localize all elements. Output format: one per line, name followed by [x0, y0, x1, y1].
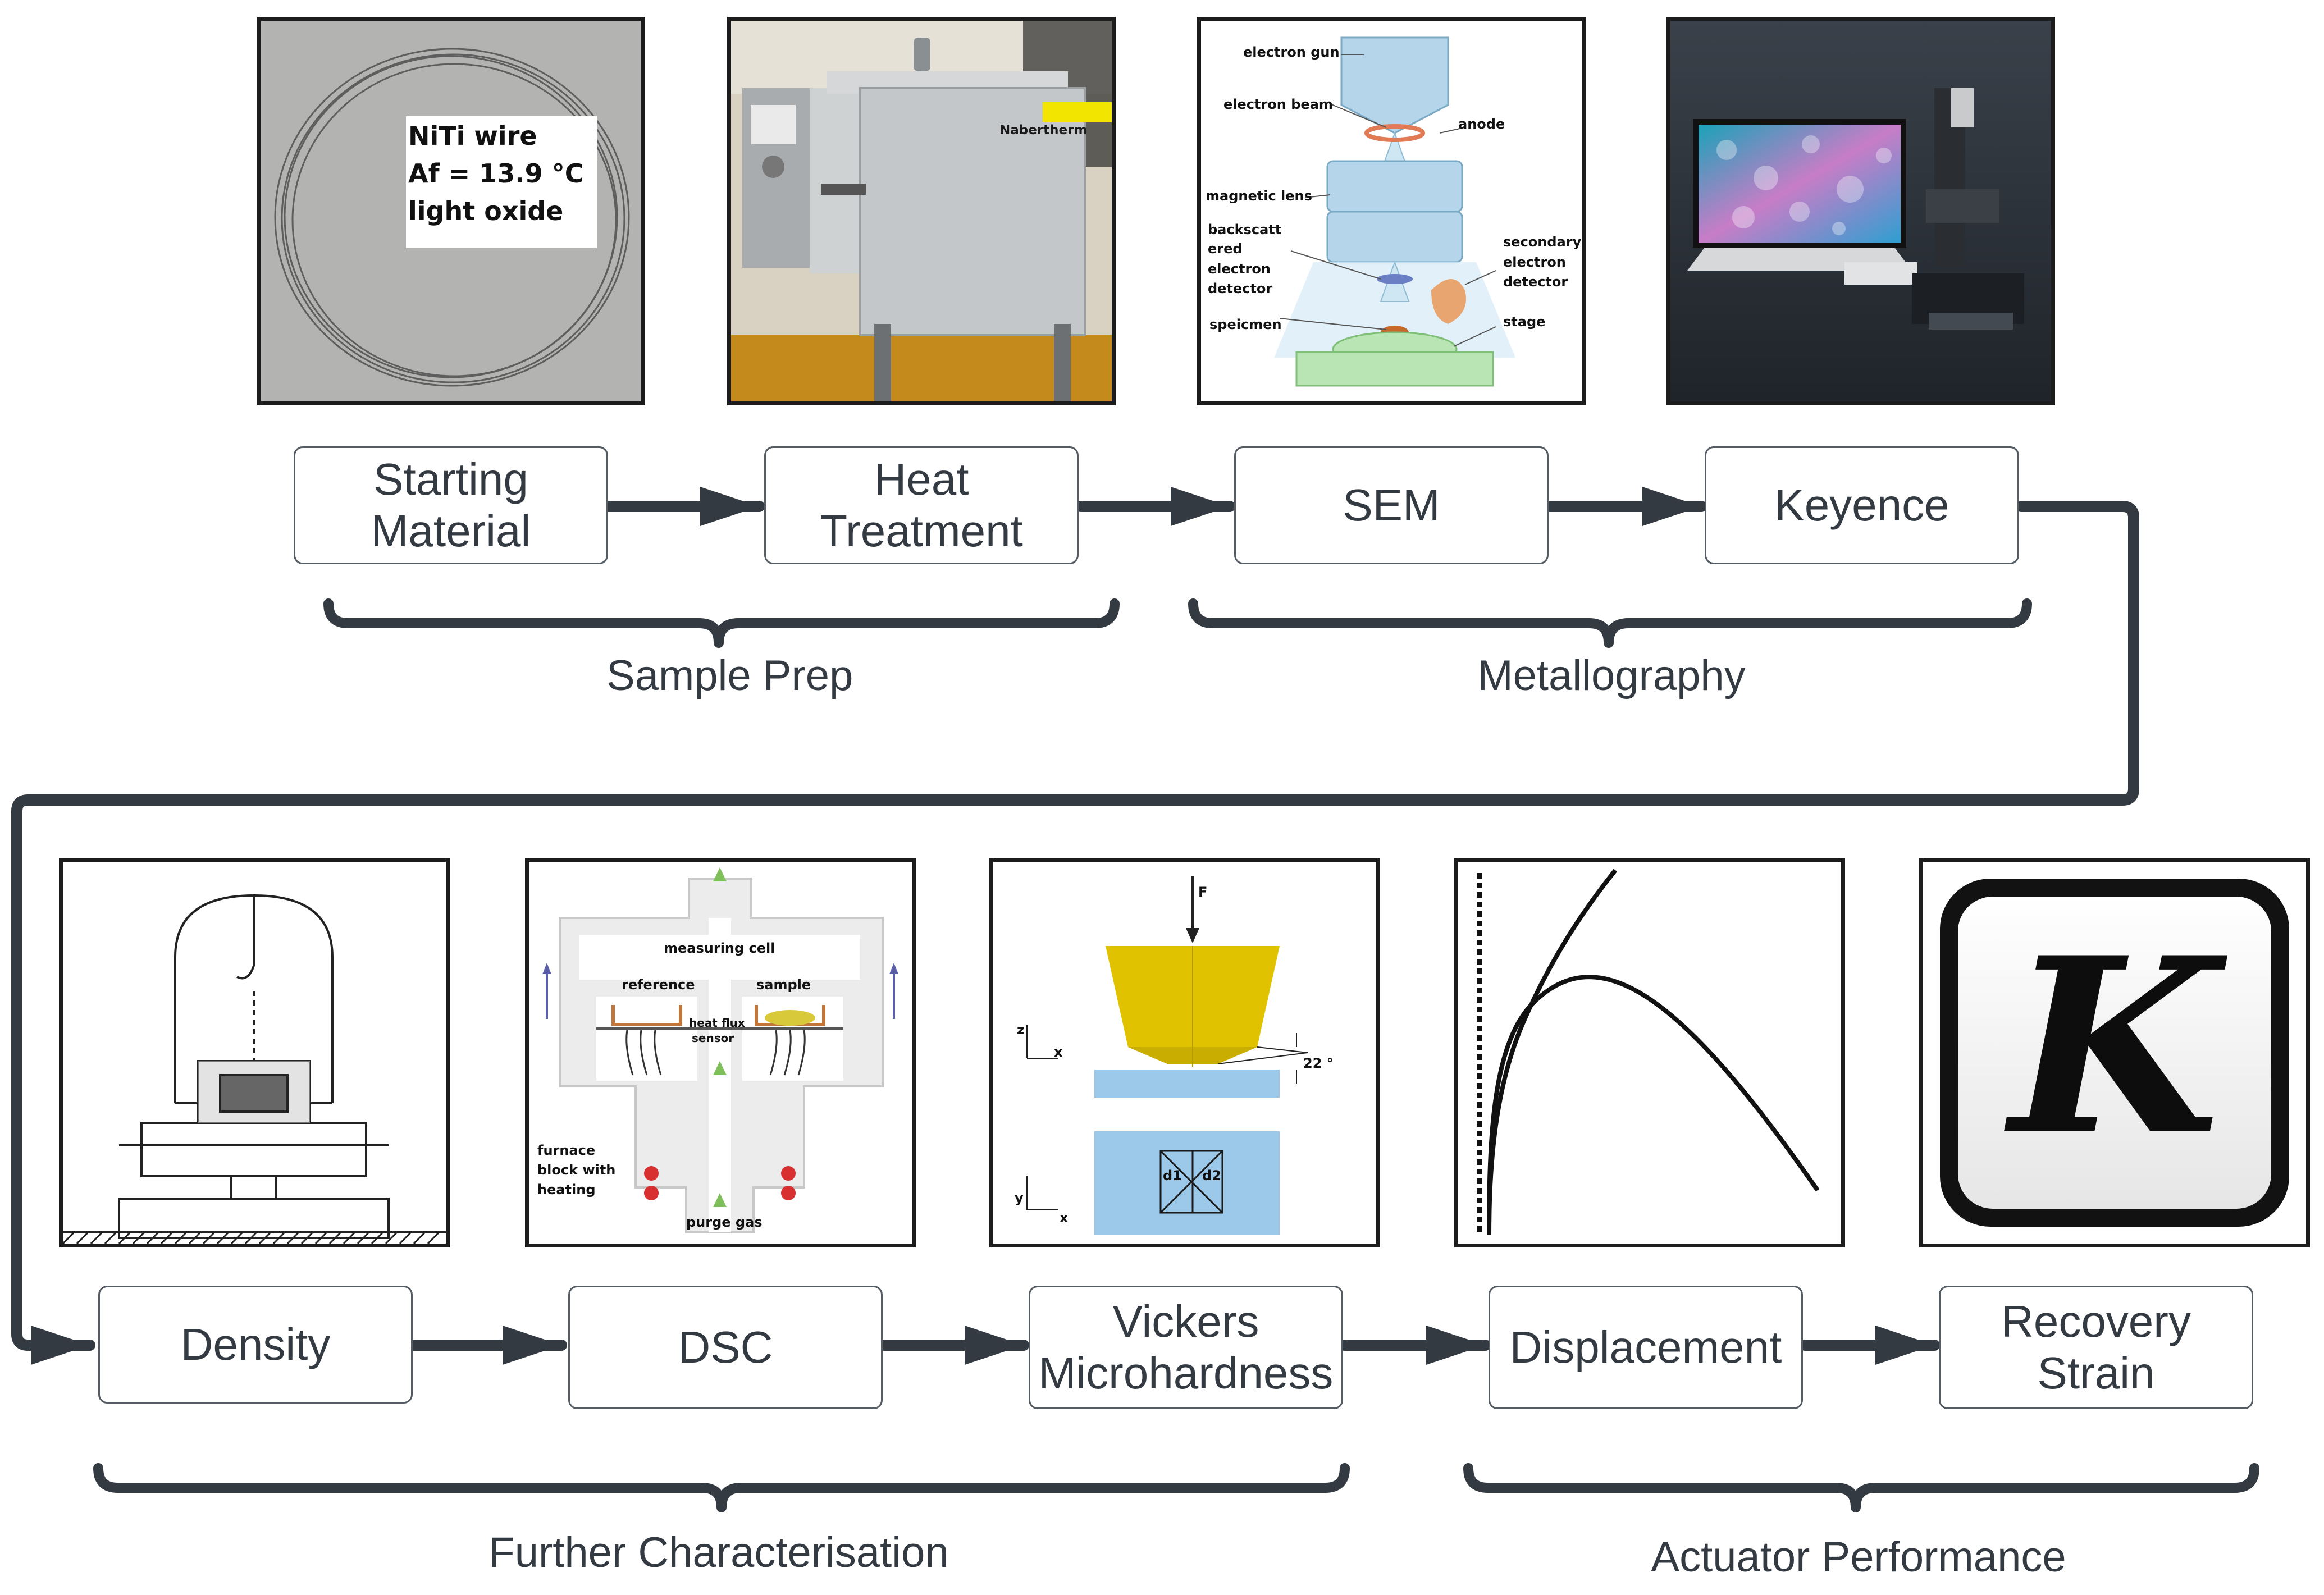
sem-label-electron: electron — [1208, 261, 1271, 277]
sem-label-anode: anode — [1458, 116, 1505, 132]
wire-label-line2: Af = 13.9 °C — [408, 158, 584, 189]
dsc-label-purge-gas: purge gas — [686, 1214, 763, 1230]
dsc-label-sample: sample — [756, 977, 811, 993]
vickers-label-z: z — [1017, 1022, 1025, 1038]
step-dsc: DSC — [568, 1286, 883, 1409]
sem-label-specimen: speicmen — [1209, 317, 1282, 332]
group-label-actuator-performance: Actuator Performance — [1651, 1533, 2066, 1581]
vickers-label-y: y — [1015, 1190, 1024, 1206]
dsc-label-sensor: sensor — [692, 1031, 734, 1045]
dsc-label-furnace: furnace — [537, 1142, 596, 1158]
vickers-label-x2: x — [1060, 1210, 1069, 1226]
curly-brace-icon — [1463, 1463, 2259, 1512]
step-dsc-label: DSC — [678, 1322, 773, 1372]
curly-brace-icon — [1188, 598, 2032, 648]
vickers-label-d1: d1 — [1163, 1168, 1182, 1183]
dsc-schematic: measuring cell reference sample heat flu… — [525, 858, 916, 1247]
coiled-wire-image — [261, 21, 641, 401]
sem-label-ered: ered — [1208, 241, 1243, 257]
logo-icon — [1923, 862, 2306, 1244]
vickers-indenter-diagram: F z x y x 22 ° d1 d2 — [989, 858, 1380, 1247]
k-app-logo: K — [1919, 858, 2310, 1247]
sem-label-backscatt: backscatt — [1208, 222, 1282, 237]
keyence-image — [1670, 21, 2051, 401]
vickers-label-x1: x — [1054, 1044, 1063, 1060]
vickers-label-angle: 22 ° — [1303, 1055, 1334, 1071]
connector-keyence-to-density — [11, 501, 2139, 1365]
displacement-curve — [1458, 862, 1841, 1244]
density-balance-schematic — [63, 862, 446, 1244]
keyence-microscope-photo — [1666, 17, 2055, 405]
sem-schematic: electron gun electron beam anode magneti… — [1197, 17, 1586, 405]
dsc-label-block-with: block with — [537, 1162, 616, 1178]
furnace-photo: Nabertherm — [727, 17, 1116, 405]
dsc-label-reference: reference — [622, 977, 695, 993]
sem-label-electron-gun: electron gun — [1243, 44, 1340, 60]
step-density-label: Density — [180, 1319, 331, 1369]
step-density: Density — [98, 1286, 413, 1404]
displacement-curve-plot — [1454, 858, 1845, 1247]
dsc-label-heating: heating — [537, 1182, 596, 1198]
dsc-cell-diagram — [529, 862, 912, 1244]
group-label-metallography: Metallography — [1477, 652, 1746, 700]
step-heat-treatment-label: Heat Treatment — [820, 454, 1023, 556]
wire-label-line3: light oxide — [408, 196, 564, 226]
dsc-label-measuring-cell: measuring cell — [664, 940, 775, 956]
step-keyence-label: Keyence — [1774, 480, 1949, 530]
step-sem: SEM — [1234, 446, 1549, 564]
vickers-label-force: F — [1198, 884, 1208, 900]
sem-column-diagram — [1201, 21, 1582, 401]
step-sem-label: SEM — [1343, 480, 1440, 530]
density-balance-diagram — [59, 858, 450, 1247]
step-keyence: Keyence — [1705, 446, 2019, 564]
step-vickers-label: Vickers Microhardness — [1038, 1296, 1334, 1398]
vickers-schematic — [993, 862, 1376, 1244]
step-recovery-strain-label: Recovery Strain — [2001, 1296, 2191, 1398]
step-starting-material: Starting Material — [294, 446, 608, 564]
sem-label-magnetic-lens: magnetic lens — [1206, 188, 1312, 204]
dsc-label-heat-flux: heat flux — [689, 1016, 745, 1030]
step-displacement-label: Displacement — [1509, 1322, 1782, 1372]
wire-label-line1: NiTi wire — [408, 121, 537, 151]
logo-letter: K — [2010, 905, 2220, 1189]
furnace-image — [731, 21, 1112, 401]
sem-label-stage: stage — [1503, 314, 1546, 330]
step-starting-material-label: Starting Material — [371, 454, 531, 556]
step-heat-treatment: Heat Treatment — [764, 446, 1079, 564]
sem-label-secondary-electron: electron — [1503, 254, 1566, 270]
step-recovery-strain: Recovery Strain — [1939, 1286, 2253, 1409]
group-label-sample-prep: Sample Prep — [606, 652, 853, 700]
step-vickers-microhardness: Vickers Microhardness — [1029, 1286, 1343, 1409]
step-displacement: Displacement — [1489, 1286, 1803, 1409]
furnace-brand-label: Nabertherm — [999, 123, 1088, 138]
group-label-further-characterisation: Further Characterisation — [488, 1529, 949, 1576]
vickers-label-d2: d2 — [1202, 1168, 1221, 1183]
curly-brace-icon — [323, 598, 1120, 648]
sem-label-secondary-detector: detector — [1503, 274, 1568, 290]
sem-label-detector: detector — [1208, 281, 1273, 296]
sem-label-secondary: secondary — [1503, 234, 1582, 250]
sem-label-electron-beam: electron beam — [1223, 97, 1333, 112]
niti-wire-photo: NiTi wire Af = 13.9 °C light oxide — [257, 17, 645, 405]
curly-brace-icon — [93, 1463, 1350, 1512]
